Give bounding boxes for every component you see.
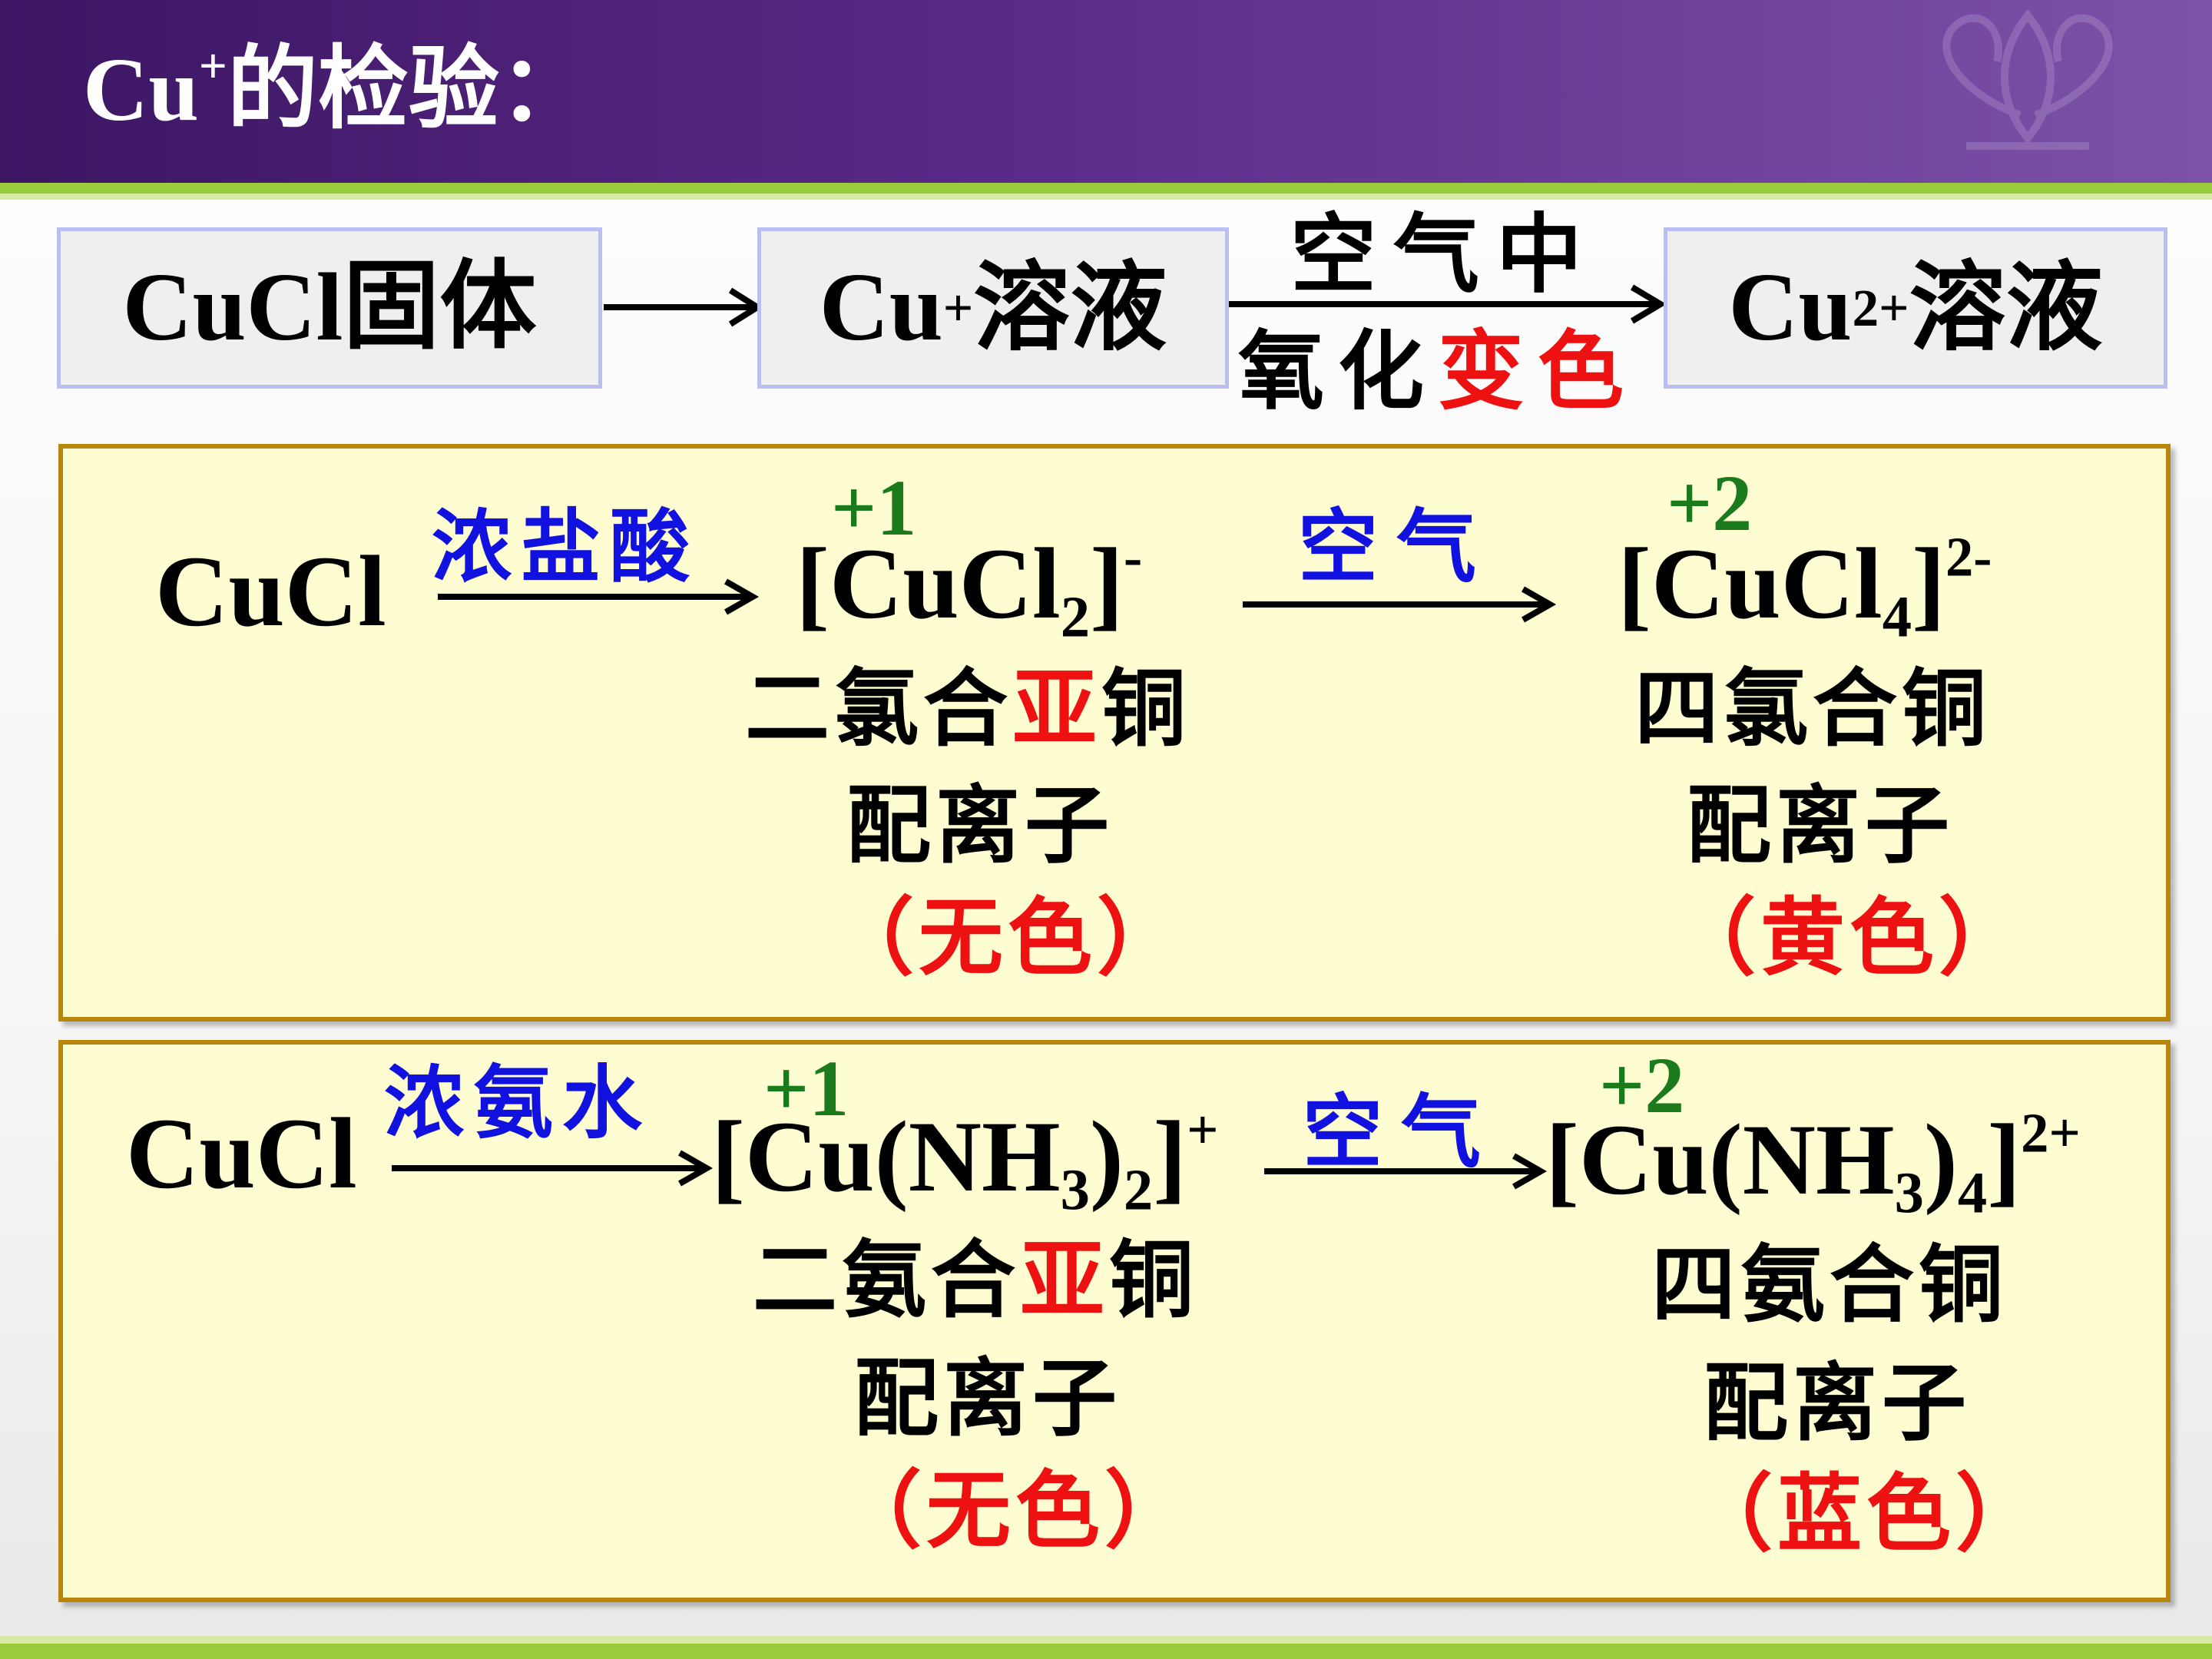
- color-yellow: （黄色）: [1671, 889, 2028, 987]
- footer-accent-line: [0, 1644, 2212, 1659]
- color-blue: （蓝色）: [1688, 1465, 2045, 1563]
- color-colorless: （无色）: [837, 1462, 1194, 1560]
- arrow-right-icon: [438, 578, 760, 615]
- reagent-air: 空气: [1298, 500, 1495, 594]
- arrow-right-icon: [1264, 1153, 1548, 1190]
- page-title: Cu+的检验：: [83, 35, 590, 141]
- complex-name-line2: 配离子: [854, 1349, 1121, 1448]
- complex-name-line2: 配离子: [1704, 1354, 1971, 1452]
- arrow-right-icon: [1243, 586, 1557, 623]
- oxidation-state-plus2: +2: [1599, 1041, 1685, 1130]
- reaction-panel-ammonia: [58, 1040, 2171, 1602]
- complex-name-tetrachlorocupric: 四氯合铜: [1634, 660, 1991, 758]
- oxidation-state-plus2: +2: [1667, 459, 1753, 548]
- complex-name-line2: 配离子: [1687, 777, 1954, 875]
- product-cucl4-complex: [CuCl4]2-: [1618, 525, 1992, 650]
- reagent-conc-ammonia: 浓氨水: [384, 1056, 652, 1150]
- complex-name-dichlorocuprous: 二氯合亚铜: [745, 660, 1190, 758]
- header-accent-line: [0, 183, 2212, 194]
- complex-name-line2: 配离子: [846, 777, 1114, 875]
- footer-accent-line-light: [0, 1636, 2212, 1644]
- color-colorless: （无色）: [830, 889, 1186, 987]
- oxidation-state-plus1: +1: [763, 1045, 849, 1133]
- product-cucl2-complex: [CuCl2]-: [796, 525, 1143, 650]
- cu-plus-solution-box: Cu+溶液: [757, 227, 1229, 389]
- reagent-conc-hcl: 浓盐酸: [432, 500, 700, 594]
- reactant-cucl: CuCl: [155, 535, 386, 647]
- fleur-de-lis-icon: [1942, 8, 2113, 150]
- arrow-label-oxidation: 氧化变色: [1238, 322, 1637, 422]
- oxidation-state-plus1: +1: [831, 464, 917, 552]
- arrow-right-icon: [604, 287, 763, 327]
- reagent-air: 空气: [1303, 1085, 1500, 1179]
- complex-name-tetraamminecupric: 四氨合铜: [1651, 1236, 2008, 1334]
- complex-name-diamminecuprous: 二氨合亚铜: [753, 1231, 1198, 1330]
- arrow-label-air: 空气中: [1290, 205, 1599, 305]
- arrow-right-icon: [1229, 284, 1667, 324]
- header-bar: [0, 0, 2212, 183]
- cucl-solid-box: CuCl固体: [57, 227, 602, 389]
- header-accent-line-light: [0, 194, 2212, 200]
- product-tetraammine-copper-ii: [Cu(NH3)4]2+: [1545, 1101, 2081, 1226]
- arrow-right-icon: [392, 1150, 714, 1187]
- product-diammine-copper-i: [Cu(NH3)2]+: [711, 1098, 1219, 1223]
- reactant-cucl: CuCl: [126, 1097, 357, 1210]
- reaction-panel-hcl: [58, 444, 2171, 1022]
